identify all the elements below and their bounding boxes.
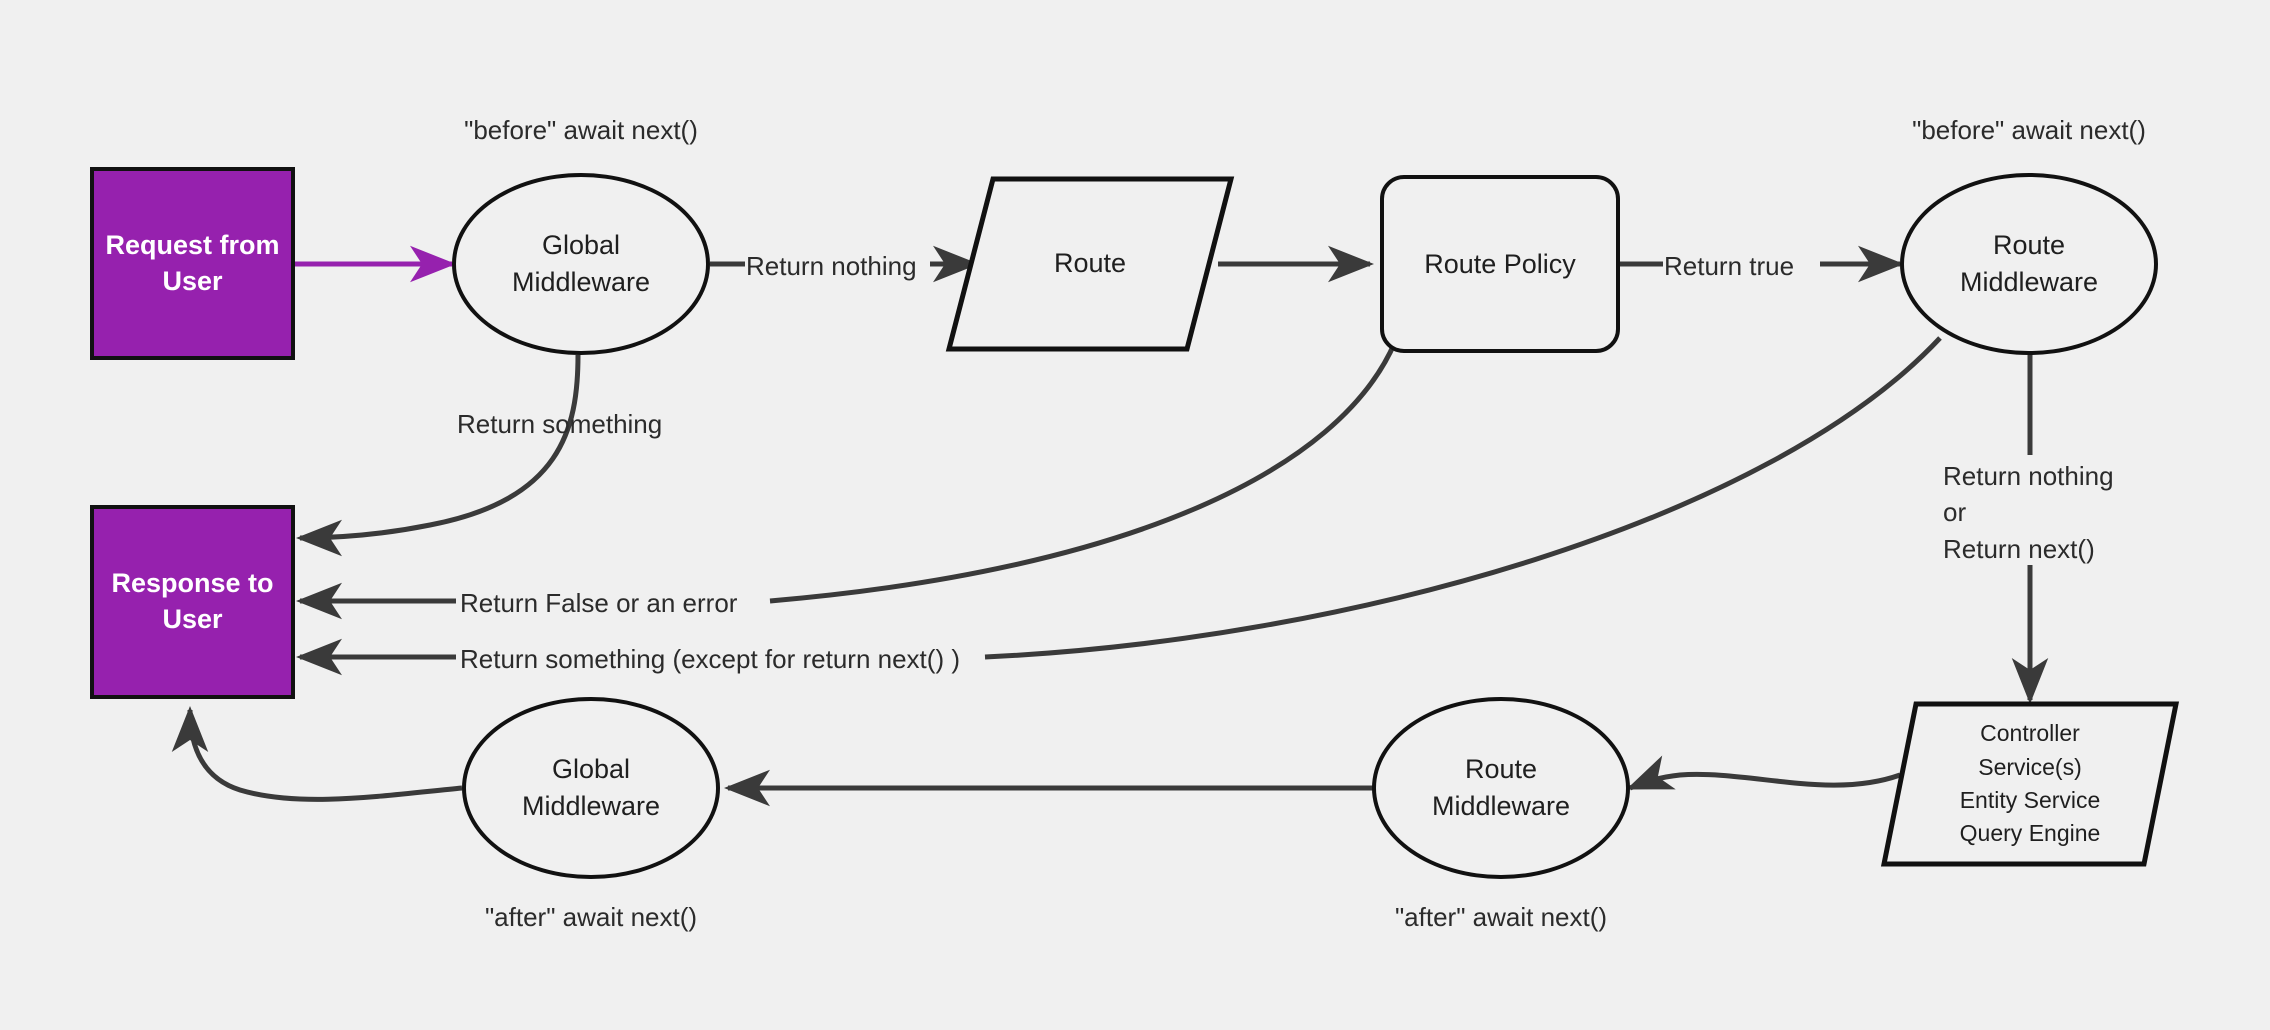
caption-before-global-middleware: "before" await next(): [464, 115, 698, 145]
edge-global-middleware-return-something: [295, 354, 581, 557]
edge-label-return-true: Return true: [1664, 251, 1795, 281]
node-response-to-user[interactable]: Response to User: [90, 505, 295, 699]
node-route-middleware-before[interactable]: Route Middleware: [1900, 173, 2158, 355]
edge-label-return-nothing: Return nothing: [746, 251, 917, 281]
edge-label-return-something: Return something: [457, 409, 663, 439]
edge-controller-to-route-middleware-after: [1626, 755, 1901, 791]
node-global-middleware-after-label: Global Middleware: [521, 753, 661, 821]
node-controller-stack-label: Controller Service(s) Entity Service Que…: [1959, 720, 2101, 847]
node-route-policy[interactable]: Route Policy: [1380, 175, 1620, 353]
node-response-to-user-label: Response to User: [111, 568, 274, 634]
edge-label-return-something-except-next: Return something (except for return next…: [460, 644, 960, 674]
route-parallelogram-shape: [945, 175, 1235, 353]
node-request-from-user[interactable]: Request from User: [90, 167, 295, 360]
node-controller-stack[interactable]: Controller Service(s) Entity Service Que…: [1880, 700, 2180, 868]
edge-route-policy-return-false: [769, 341, 1398, 604]
node-route-policy-label: Route Policy: [1424, 248, 1576, 279]
edge-label-return-nothing-or-next: Return nothing or Return next(): [1943, 461, 2114, 564]
node-route[interactable]: Route: [945, 175, 1235, 353]
caption-after-route-middleware: "after" await next(): [1394, 902, 1608, 932]
caption-before-route-middleware: "before" await next(): [1912, 115, 2146, 145]
node-global-middleware-after[interactable]: Global Middleware: [462, 697, 720, 879]
node-request-from-user-label: Request from User: [105, 229, 280, 296]
node-route-middleware-before-label: Route Middleware: [1959, 229, 2099, 297]
node-route-middleware-after-label: Route Middleware: [1431, 753, 1571, 821]
edge-route-middleware-return-something-except: [984, 336, 1942, 660]
node-route-middleware-after[interactable]: Route Middleware: [1372, 697, 1630, 879]
node-global-middleware-before[interactable]: Global Middleware: [452, 173, 710, 355]
node-route-label: Route: [1053, 248, 1127, 279]
caption-after-global-middleware: "after" await next(): [484, 902, 698, 932]
edge-label-return-false-or-error: Return False or an error: [460, 588, 738, 618]
controller-parallelogram-shape: [1880, 700, 2180, 868]
edge-global-middleware-after-to-response: [171, 705, 463, 802]
node-global-middleware-before-label: Global Middleware: [511, 229, 651, 297]
